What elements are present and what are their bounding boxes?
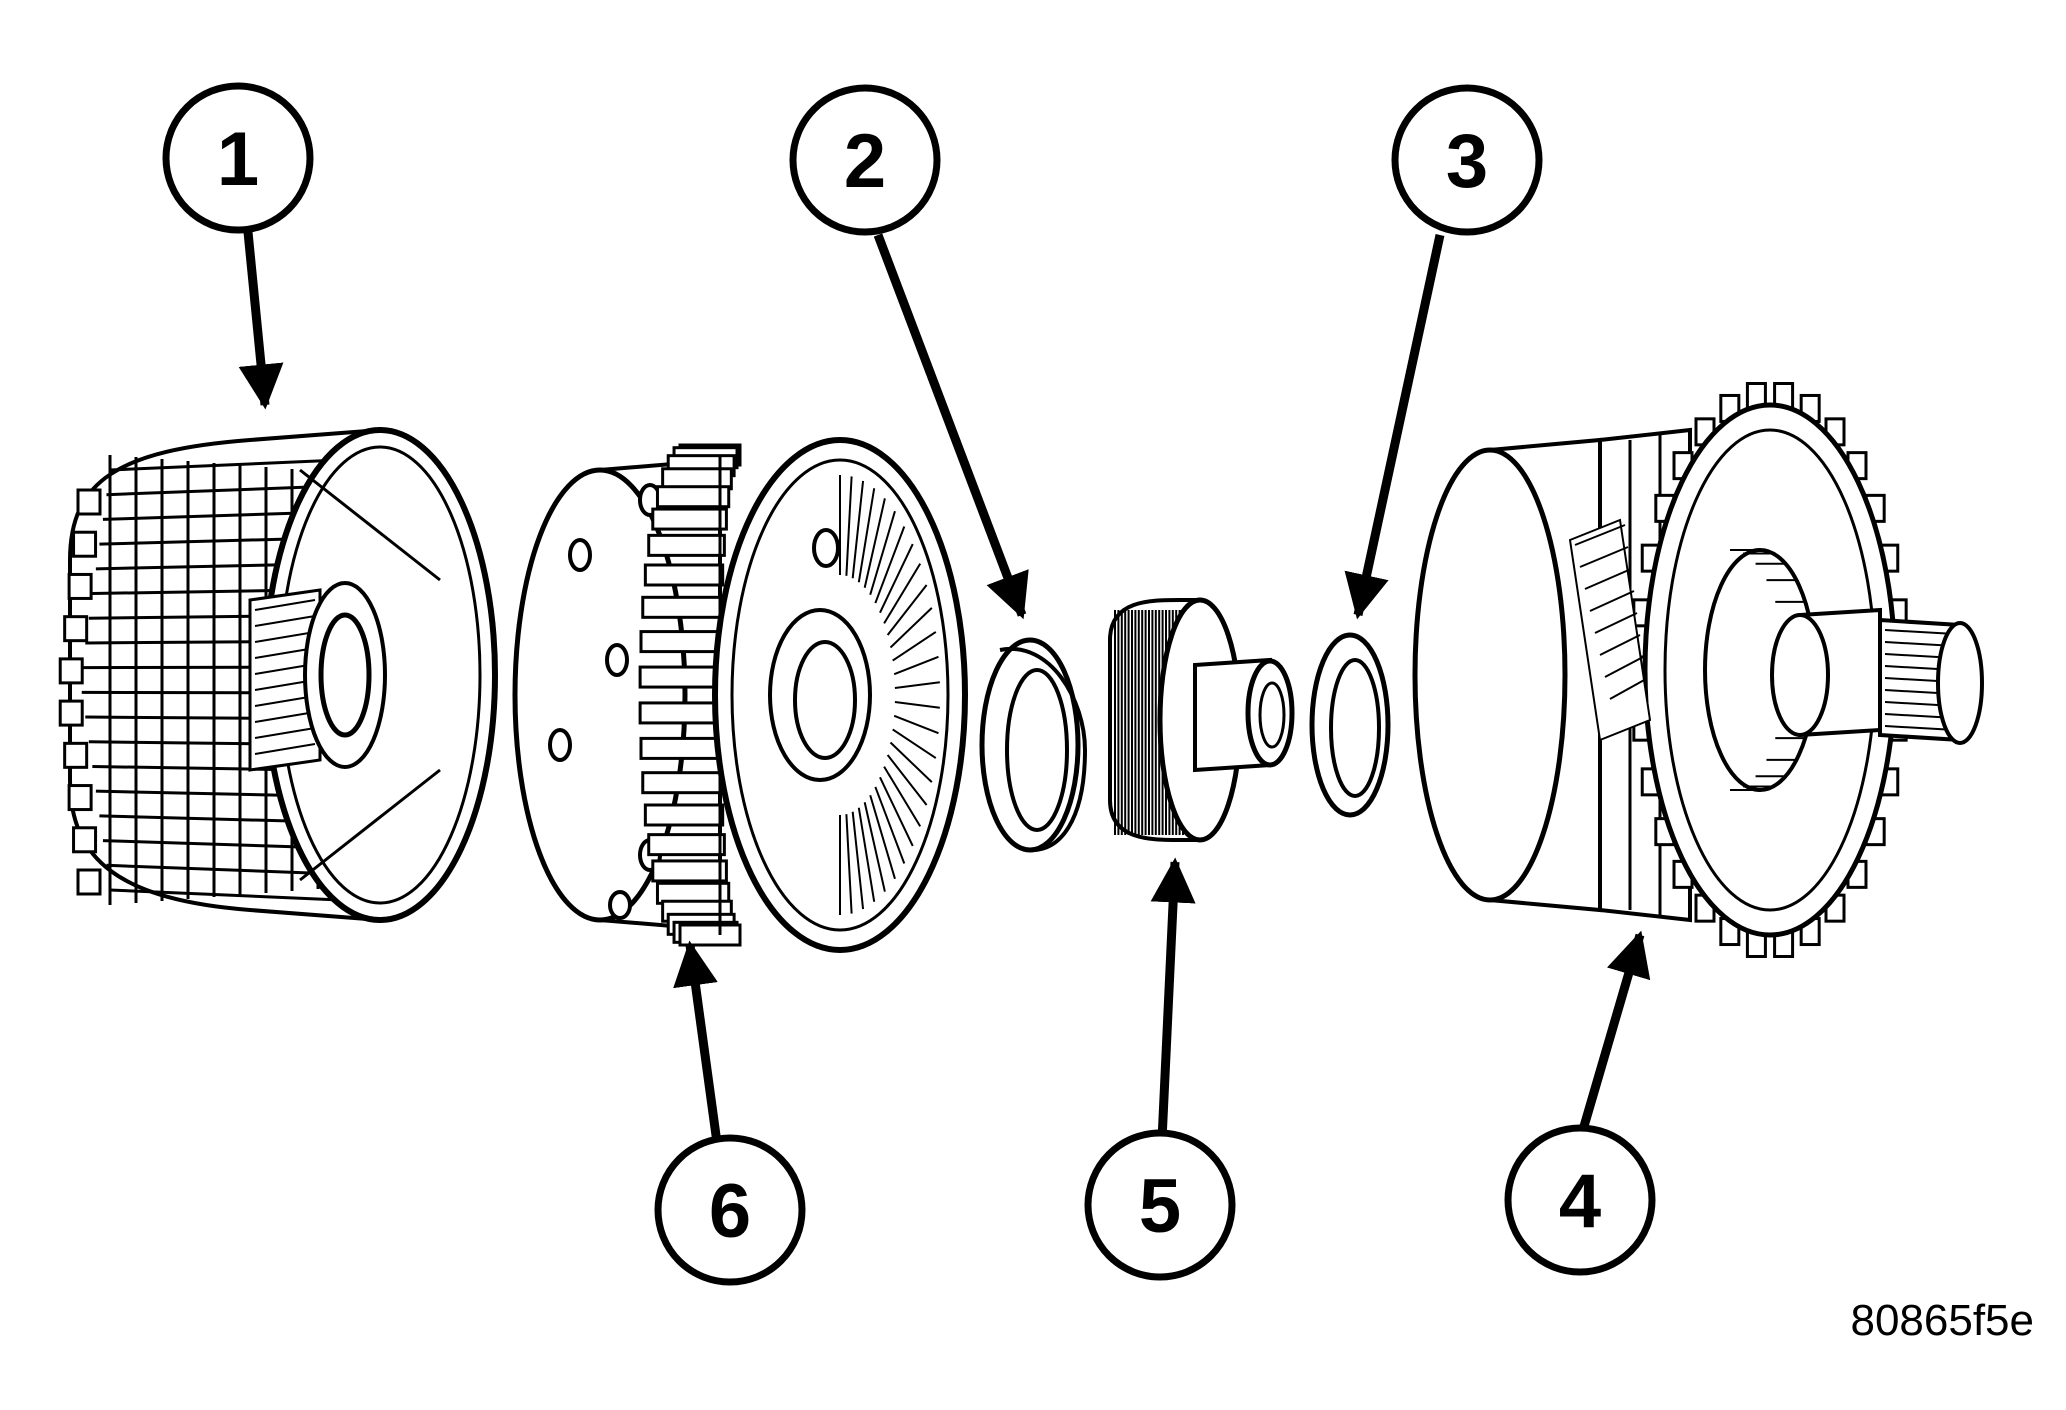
figure-id: 80865f5e (1850, 1296, 2034, 1345)
large-thrust-bearing (979, 637, 1088, 853)
callout-1: 1 (162, 82, 314, 234)
input-clutch-hub (58, 427, 498, 923)
callout-3-label: 3 (1446, 119, 1488, 204)
leader-arrow-5 (1150, 857, 1196, 1141)
callout-4-label: 4 (1559, 1159, 1601, 1244)
callout-2: 2 (789, 84, 941, 236)
callout-5: 5 (1084, 1129, 1236, 1281)
leader-arrow-1 (238, 231, 284, 410)
callout-2-label: 2 (844, 119, 886, 204)
callout-4: 4 (1504, 1124, 1656, 1276)
leader-arrow-2 (873, 233, 1029, 620)
callout-5-label: 5 (1139, 1164, 1181, 1249)
small-thrust-bearing (1309, 632, 1391, 818)
callout-1-label: 1 (217, 117, 259, 202)
sun-gear (1108, 597, 1295, 843)
callout-6-label: 6 (709, 1169, 751, 1254)
ring-gear-drum (512, 437, 968, 953)
output-carrier-assembly (1412, 382, 1984, 958)
callout-3: 3 (1391, 84, 1543, 236)
leader-arrow-3 (1344, 234, 1445, 620)
callout-6: 6 (654, 1134, 806, 1286)
leader-arrow-6 (673, 940, 723, 1151)
leader-arrow-4 (1575, 930, 1651, 1142)
